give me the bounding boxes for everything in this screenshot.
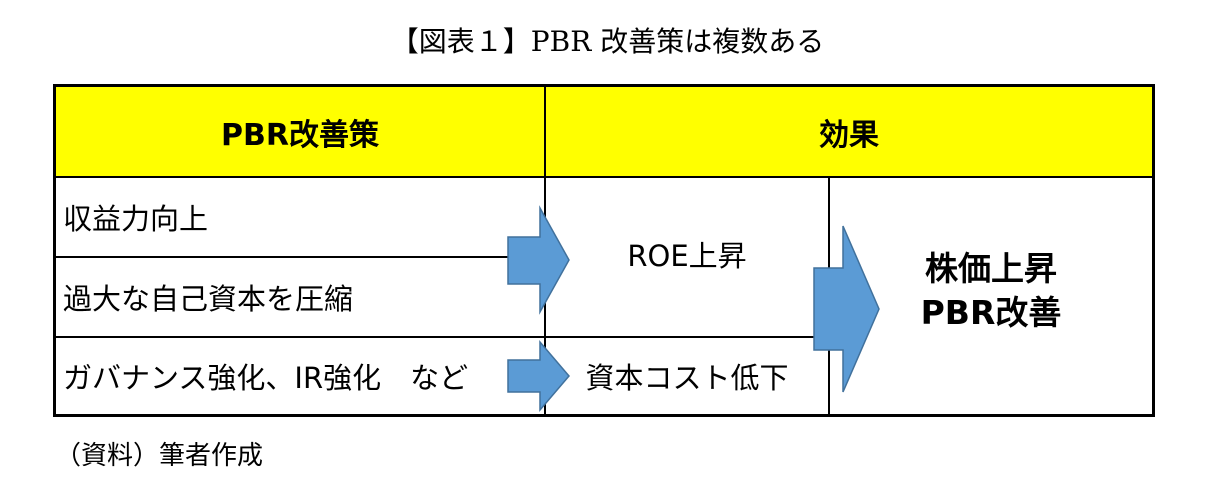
effect-cost-down: 資本コスト低下 xyxy=(585,361,789,395)
measure-governance: ガバナンス強化、IR強化 など xyxy=(63,361,469,395)
border-left xyxy=(53,84,56,417)
row-divider-2 xyxy=(53,336,830,338)
header-measures: PBR改善策 xyxy=(55,86,545,177)
arrow-right-icon xyxy=(507,339,570,413)
header-effects: 効果 xyxy=(545,86,1153,177)
final-effect-stock-price: 株価上昇 xyxy=(925,249,1057,288)
arrow-right-icon xyxy=(813,225,880,393)
source-note: （資料）筆者作成 xyxy=(55,441,264,471)
border-top xyxy=(53,84,1155,87)
final-effect-pbr: PBR改善 xyxy=(920,293,1062,332)
final-effect: 株価上昇 PBR改善 xyxy=(829,177,1153,415)
border-bottom xyxy=(53,414,1155,417)
border-right xyxy=(1152,84,1155,417)
measure-profitability: 収益力向上 xyxy=(63,202,209,236)
effect-roe-up: ROE上昇 xyxy=(627,239,747,273)
arrow-right-icon xyxy=(507,205,570,315)
header-divider xyxy=(53,176,1155,178)
figure-title: 【図表１】PBR 改善策は複数ある xyxy=(390,25,825,58)
measure-reduce-equity: 過大な自己資本を圧縮 xyxy=(63,282,354,316)
row-divider-left-1 xyxy=(53,256,546,258)
